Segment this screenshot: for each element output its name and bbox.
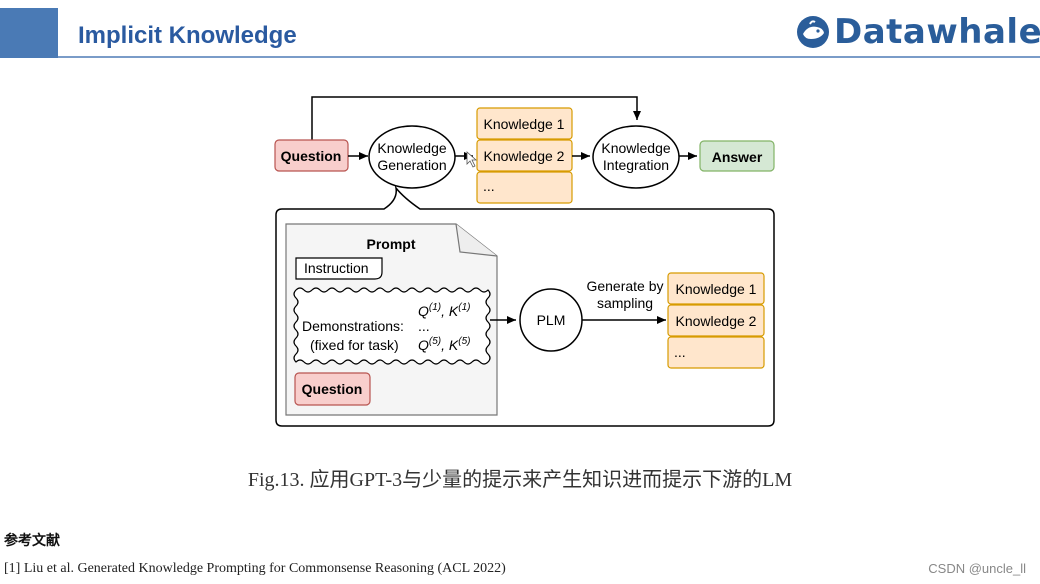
header-band: [0, 0, 1040, 58]
references-heading: 参考文献: [4, 532, 60, 548]
header-accent-block: [0, 8, 58, 58]
knowledge-generation-label-line1: Knowledge: [377, 140, 446, 156]
knowledge-generation-node: [368, 125, 456, 189]
detail-knowledge-item-box: [667, 272, 765, 305]
instruction-label: Instruction: [304, 260, 369, 276]
answer-box: [699, 140, 775, 172]
knowledge-integration-node: [592, 125, 680, 189]
logo-wordmark: Datawhale: [834, 12, 1040, 52]
knowledge-generation-label-line2: Generation: [377, 157, 446, 173]
reference-item: [1] Liu et al. Generated Knowledge Promp…: [4, 561, 506, 576]
detail-knowledge-item-box: [667, 336, 765, 369]
figure-caption: Fig.13. 应用GPT-3与少量的提示来产生知识进而提示下游的LM: [247, 469, 793, 491]
header-divider: [58, 56, 1040, 58]
demonstrations-note: (fixed for task): [310, 337, 399, 353]
question-label: Question: [281, 148, 342, 164]
prompt-title: Prompt: [367, 236, 416, 252]
knowledge-integration-label-line2: Integration: [603, 157, 669, 173]
detail-knowledge-item-label: ...: [674, 344, 686, 360]
detail-knowledge-item-box: [667, 304, 765, 337]
knowledge-item-box: [476, 107, 573, 140]
generate-label-line1: Generate by: [586, 278, 663, 294]
knowledge-item-label: Knowledge 1: [484, 116, 565, 132]
datawhale-logo: Datawhale: [796, 12, 1040, 52]
knowledge-item-box: [476, 171, 573, 204]
plm-label: PLM: [537, 312, 566, 328]
detail-knowledge-item-label: Knowledge 2: [676, 313, 757, 329]
detail-knowledge-item-label: Knowledge 1: [676, 281, 757, 297]
csdn-watermark: CSDN @uncle_ll: [928, 561, 1026, 576]
mouse-cursor-icon: [466, 151, 478, 168]
slide-title: Implicit Knowledge: [78, 22, 297, 49]
demo-ellipsis: ...: [418, 318, 430, 334]
answer-label: Answer: [712, 149, 763, 165]
knowledge-item-label: Knowledge 2: [484, 148, 565, 164]
bypass-arrow: [311, 96, 641, 140]
knowledge-integration-label-line1: Knowledge: [601, 140, 670, 156]
whale-logo-icon: [797, 16, 829, 48]
instruction-tag: [295, 257, 383, 280]
demonstrations-label: Demonstrations:: [302, 318, 404, 334]
generate-label-line2: sampling: [597, 295, 653, 311]
detail-question-box: [294, 372, 371, 406]
prompt-page-fold: [455, 223, 498, 257]
knowledge-item-label: ...: [483, 178, 495, 194]
detail-question-label: Question: [302, 381, 363, 397]
demonstrations-box: [293, 287, 491, 365]
